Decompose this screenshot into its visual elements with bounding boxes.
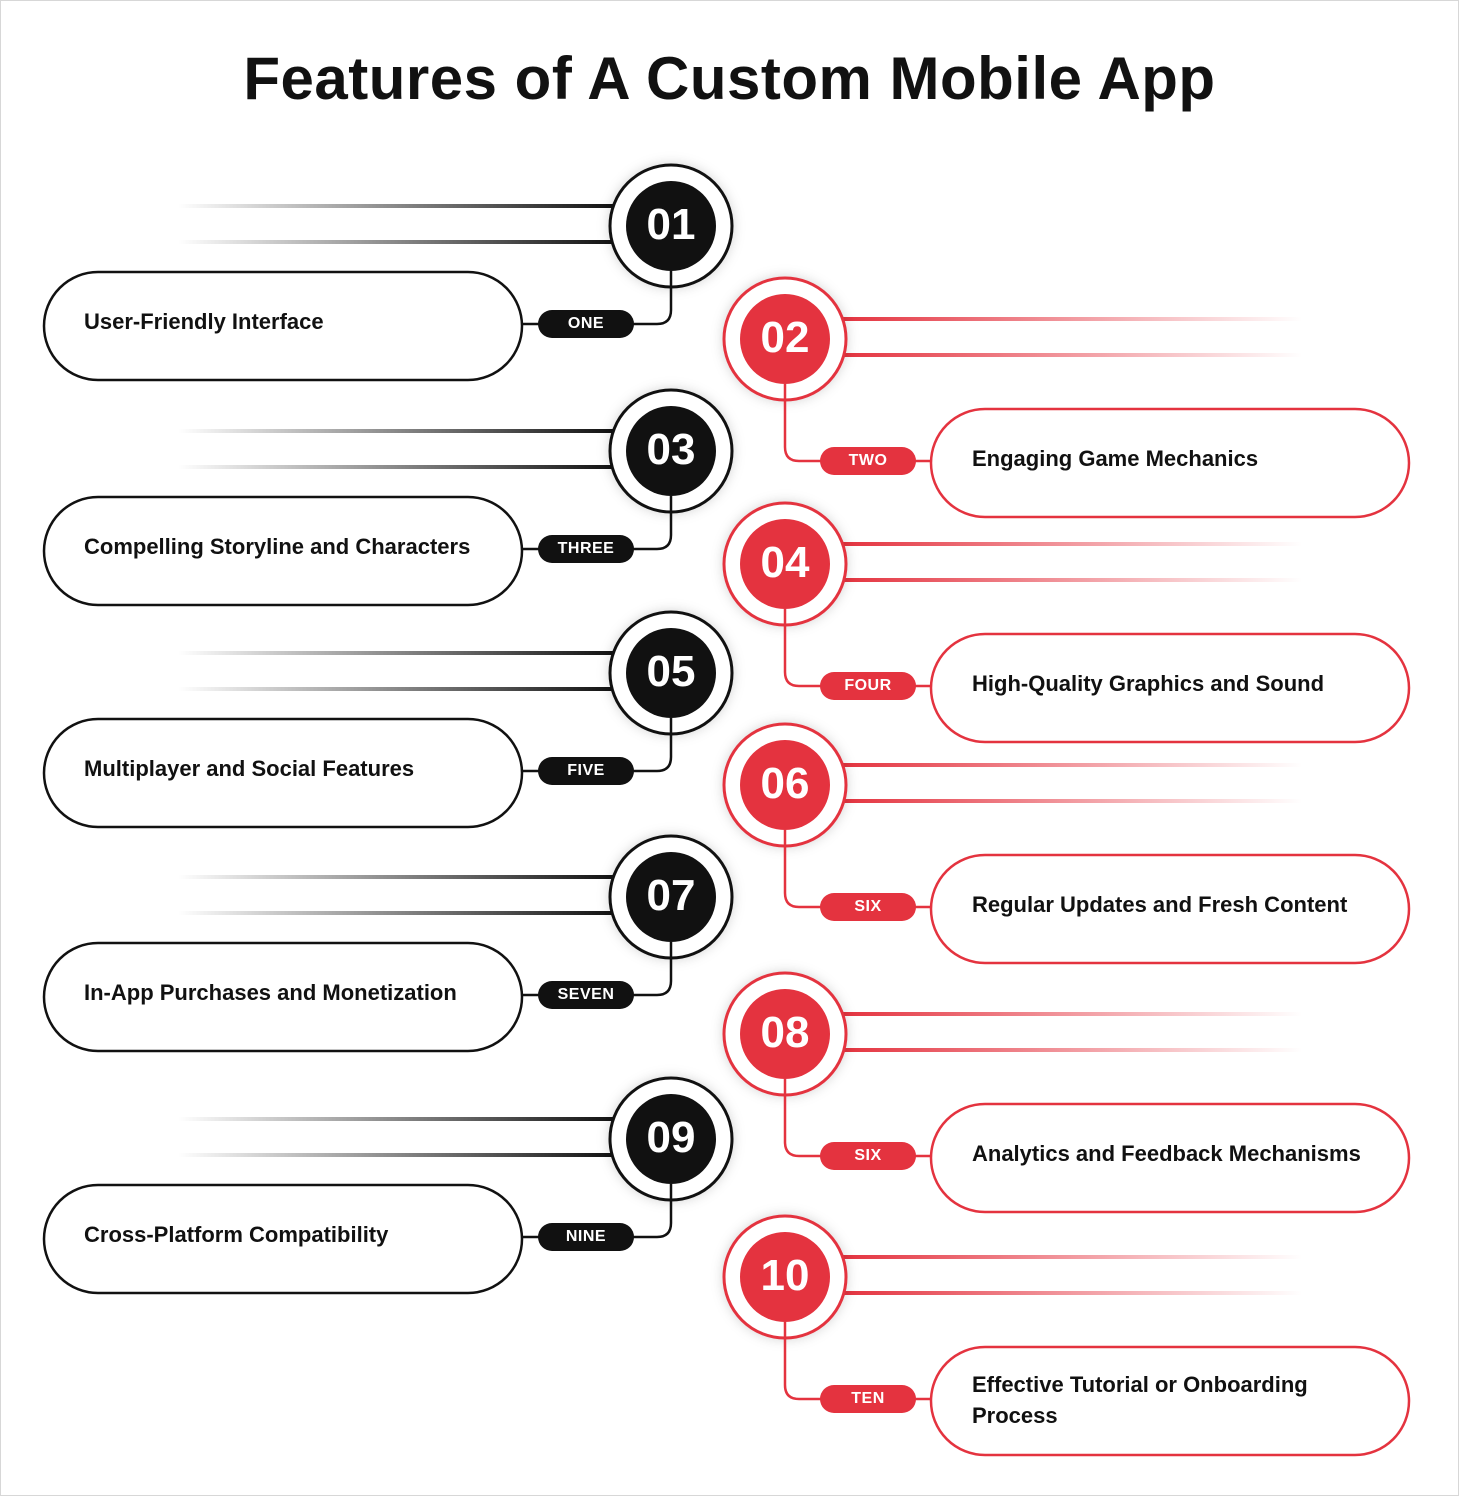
feature-04-line-top <box>842 542 1302 546</box>
feature-03-line-bottom <box>178 465 614 469</box>
feature-02-line-top <box>842 317 1302 321</box>
feature-10-pill <box>929 1345 1411 1457</box>
feature-06-tag-label: SIX <box>854 898 882 915</box>
feature-07-pill <box>42 941 524 1053</box>
feature-07-number: 07 <box>646 871 696 920</box>
feature-01-number: 01 <box>646 200 696 249</box>
feature-08-number: 08 <box>760 1008 810 1057</box>
feature-08-tag <box>820 1142 916 1170</box>
feature-09-tag <box>538 1223 634 1251</box>
feature-10-tag <box>820 1385 916 1413</box>
feature-04-pill <box>929 632 1411 744</box>
feature-10-connector <box>783 1322 840 1401</box>
feature-01-tag <box>538 310 634 338</box>
feature-06-number: 06 <box>760 759 810 808</box>
feature-09-tag-label: NINE <box>565 1228 607 1245</box>
feature-07-connector <box>600 942 673 997</box>
feature-08-line-top <box>842 1012 1302 1016</box>
feature-03-line-top <box>178 429 614 433</box>
feature-01-pill <box>42 270 524 382</box>
feature-09-connector <box>600 1184 673 1239</box>
feature-09-label: Cross-Platform Compatibility <box>84 1222 389 1247</box>
feature-10-tag-label: TEN <box>851 1390 885 1407</box>
feature-07-line-bottom <box>178 911 614 915</box>
feature-10-label: Effective Tutorial or Onboarding Process <box>972 1372 1308 1428</box>
feature-07-circle <box>626 852 716 942</box>
feature-05-tag <box>538 757 634 785</box>
feature-05-pill <box>42 717 524 829</box>
feature-07-tag <box>538 981 634 1009</box>
feature-07-label: In-App Purchases and Monetization <box>84 980 457 1005</box>
feature-02-circle <box>740 294 830 384</box>
feature-01-connector <box>600 271 673 326</box>
feature-06-pill <box>929 853 1411 965</box>
page-title: Features of A Custom Mobile App <box>243 45 1216 112</box>
feature-10-line-bottom <box>842 1291 1302 1295</box>
feature-05-line-top <box>178 651 614 655</box>
feature-05-number: 05 <box>646 647 696 696</box>
feature-09-circle <box>626 1094 716 1184</box>
feature-01-label: User-Friendly Interface <box>84 309 324 334</box>
feature-03-pill <box>42 495 524 607</box>
feature-10-circle <box>740 1232 830 1322</box>
feature-01-line-top <box>178 204 614 208</box>
feature-05-label: Multiplayer and Social Features <box>84 756 415 781</box>
feature-08-line-bottom <box>842 1048 1302 1052</box>
feature-03-connector <box>600 496 673 551</box>
feature-06-connector <box>783 830 840 909</box>
feature-03-circle <box>626 406 716 496</box>
feature-07-tag-label: SEVEN <box>557 986 615 1003</box>
feature-05-tag-label: FIVE <box>567 762 605 779</box>
feature-06-circle <box>740 740 830 830</box>
feature-06-line-top <box>842 763 1302 767</box>
feature-01-circle <box>626 181 716 271</box>
feature-02-label: Engaging Game Mechanics <box>972 446 1259 471</box>
feature-09-line-bottom <box>178 1153 614 1157</box>
feature-02-number: 02 <box>760 313 810 362</box>
feature-02-connector <box>783 384 840 463</box>
feature-04-line-bottom <box>842 578 1302 582</box>
feature-01-line-bottom <box>178 240 614 244</box>
feature-02-tag <box>820 447 916 475</box>
feature-04-circle <box>740 519 830 609</box>
feature-05-circle <box>626 628 716 718</box>
feature-03-tag-label: THREE <box>557 540 615 557</box>
feature-01-tag-label: ONE <box>567 315 605 332</box>
feature-06-tag <box>820 893 916 921</box>
feature-03-number: 03 <box>646 425 696 474</box>
feature-09-number: 09 <box>646 1113 696 1162</box>
feature-02-pill <box>929 407 1411 519</box>
feature-08-circle <box>740 989 830 1079</box>
feature-08-connector <box>783 1079 840 1158</box>
feature-04-number: 04 <box>760 538 810 587</box>
feature-02-line-bottom <box>842 353 1302 357</box>
feature-08-tag-label: SIX <box>854 1147 882 1164</box>
feature-04-connector <box>783 609 840 688</box>
feature-10-number: 10 <box>760 1251 810 1300</box>
feature-05-line-bottom <box>178 687 614 691</box>
feature-07-line-top <box>178 875 614 879</box>
feature-03-tag <box>538 535 634 563</box>
feature-09-pill <box>42 1183 524 1295</box>
feature-08-label: Analytics and Feedback Mechanisms <box>972 1141 1361 1166</box>
feature-08-pill <box>929 1102 1411 1214</box>
feature-05-connector <box>600 718 673 773</box>
feature-06-line-bottom <box>842 799 1302 803</box>
feature-04-label: High-Quality Graphics and Sound <box>972 671 1325 696</box>
feature-03-label: Compelling Storyline and Characters <box>84 534 471 559</box>
feature-04-tag <box>820 672 916 700</box>
feature-09-line-top <box>178 1117 614 1121</box>
feature-04-tag-label: FOUR <box>844 677 892 694</box>
feature-02-tag-label: TWO <box>848 452 888 469</box>
feature-06-label: Regular Updates and Fresh Content <box>972 892 1348 917</box>
feature-10-line-top <box>842 1255 1302 1259</box>
